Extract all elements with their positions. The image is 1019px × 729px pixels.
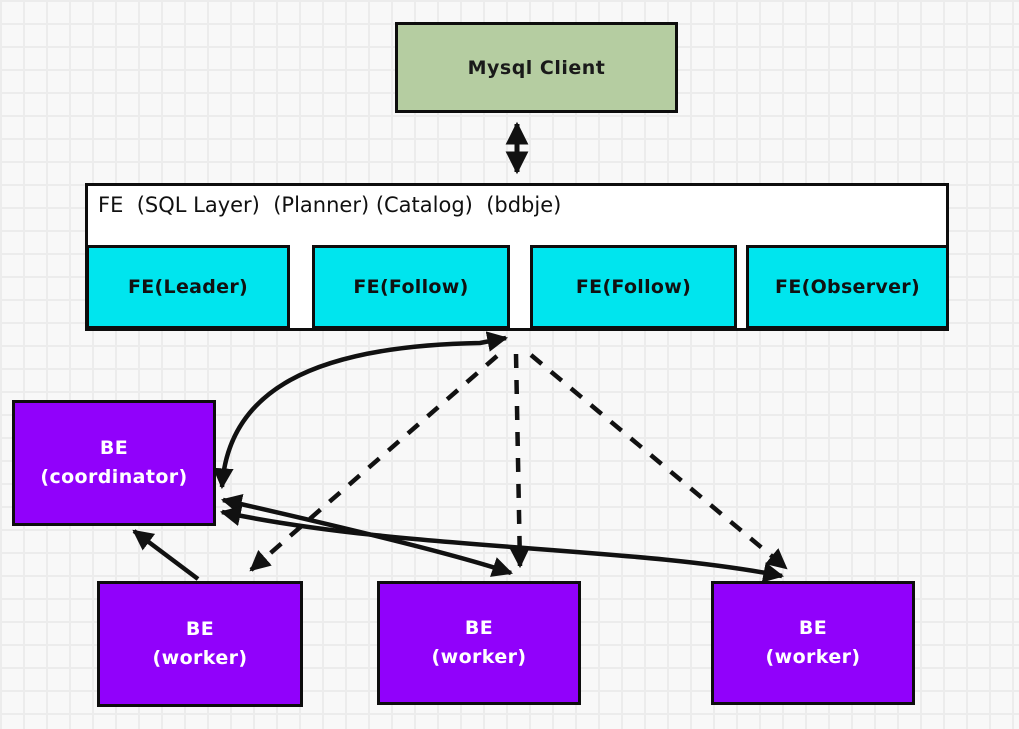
node-fe-observer: FE(Observer) xyxy=(746,245,949,329)
edge-coordinator-worker2 xyxy=(220,494,513,577)
be-coordinator-label-line1: BE xyxy=(99,436,129,459)
edge-worker1-coordinator xyxy=(132,529,200,581)
fe-leader-label: FE(Leader) xyxy=(128,276,248,298)
fe-follow-2-label: FE(Follow) xyxy=(575,276,692,298)
node-be-worker-2: BE (worker) xyxy=(377,581,581,705)
be-worker-3-label-line2: (worker) xyxy=(765,646,861,668)
fe-observer-label: FE(Observer) xyxy=(775,276,920,298)
node-be-worker-3: BE (worker) xyxy=(711,581,915,705)
be-worker-3-label-line1: BE xyxy=(798,616,828,639)
be-worker-2-label-line1: BE xyxy=(464,616,494,639)
mysql-client-label: Mysql Client xyxy=(467,56,606,79)
be-worker-1-label-line2: (worker) xyxy=(152,647,248,669)
be-worker-1-label-line1: BE xyxy=(185,617,215,640)
node-fe-leader: FE(Leader) xyxy=(86,245,290,329)
edge-fe-worker1-dashed xyxy=(249,354,499,572)
node-be-coordinator: BE (coordinator) xyxy=(12,400,216,526)
edge-fe-worker3-dashed xyxy=(529,353,788,570)
node-be-worker-1: BE (worker) xyxy=(97,581,303,707)
node-fe-follow-2: FE(Follow) xyxy=(530,245,737,329)
node-fe-follow-1: FE(Follow) xyxy=(312,245,510,329)
be-coordinator-label-line2: (coordinator) xyxy=(40,466,188,488)
fe-header-label: FE (SQL Layer) (Planner) (Catalog) (bdbj… xyxy=(98,193,562,217)
edge-fe-worker2-dashed xyxy=(509,353,530,569)
node-mysql-client: Mysql Client xyxy=(395,22,678,113)
fe-follow-1-label: FE(Follow) xyxy=(353,276,469,298)
edge-coordinator-worker3 xyxy=(219,505,785,583)
be-worker-2-label-line2: (worker) xyxy=(431,646,527,668)
edge-coordinator-fe-curve xyxy=(212,331,509,490)
